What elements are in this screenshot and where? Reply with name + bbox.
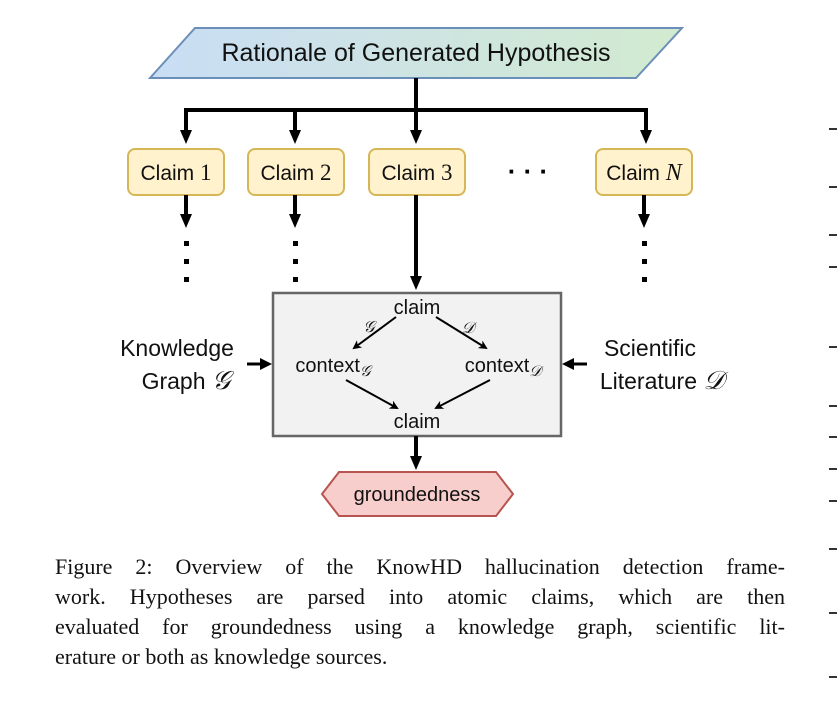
framework-diagram: Rationale of Generated Hypothesis Claim …	[120, 27, 728, 517]
edge-label-g: 𝒢	[363, 319, 377, 336]
svg-text:context𝒟: context𝒟	[465, 355, 544, 380]
cropped-margin-text	[828, 0, 839, 703]
evaluation-claim-bottom: claim	[394, 411, 441, 433]
svg-text:Claim 3: Claim 3	[381, 160, 452, 185]
svg-text:Claim N: Claim N	[606, 160, 684, 186]
claim-2-number: 2	[320, 160, 332, 185]
output-connector	[410, 436, 422, 470]
claim-box-1: Claim 1	[127, 148, 225, 196]
svg-text:Literature 𝒟: Literature 𝒟	[600, 366, 729, 395]
context-left-subscript: 𝒢	[360, 364, 373, 380]
svg-text:Claim 2: Claim 2	[260, 160, 331, 185]
groundedness-output: groundedness	[320, 471, 515, 517]
claim-n-number: N	[665, 160, 684, 186]
claim-box-n: Claim N	[595, 148, 693, 196]
context-left-label: context	[295, 355, 360, 377]
caption-line-2: work. Hypotheses are parsed into atomic …	[55, 584, 785, 609]
knowledge-graph-line1: Knowledge	[120, 335, 234, 361]
claim-3-number: 3	[441, 160, 453, 185]
svg-text:Claim 1: Claim 1	[140, 160, 211, 185]
knowledge-graph-symbol: 𝒢	[212, 366, 235, 395]
claim-1-number: 1	[200, 160, 212, 185]
figure-caption: Figure 2: Overview of the KnowHD halluci…	[55, 552, 785, 672]
vertical-ellipsis-dots	[184, 241, 647, 282]
claim-down-connectors	[184, 195, 646, 278]
caption-line-1: Figure 2: Overview of the KnowHD halluci…	[55, 554, 785, 579]
evaluation-box: claim context𝒢 context𝒟 claim 𝒢 𝒟	[271, 291, 563, 438]
claim-2-label: Claim	[260, 162, 320, 185]
rationale-header-label: Rationale of Generated Hypothesis	[221, 39, 610, 67]
svg-text:context𝒢: context𝒢	[295, 355, 372, 380]
knowledge-graph-line2: Graph	[142, 368, 212, 394]
edge-label-d: 𝒟	[462, 320, 478, 337]
claim-box-2: Claim 2	[247, 148, 345, 196]
evaluation-arrows	[345, 316, 491, 409]
distribution-connectors	[184, 78, 648, 130]
caption-line-4: erature or both as knowledge sources.	[55, 644, 388, 669]
claim-3-label: Claim	[381, 162, 441, 185]
evaluation-claim-top: claim	[394, 297, 441, 319]
rationale-header: Rationale of Generated Hypothesis	[147, 27, 685, 79]
claim-n-label: Claim	[606, 162, 666, 185]
context-right-subscript: 𝒟	[529, 364, 544, 380]
context-right-label: context	[465, 355, 530, 377]
groundedness-label: groundedness	[354, 484, 481, 506]
claim-box-3: Claim 3	[368, 148, 466, 196]
scientific-literature-line1: Scientific	[604, 335, 696, 361]
svg-text:Graph 𝒢: Graph 𝒢	[142, 366, 235, 395]
claim-1-label: Claim	[140, 162, 200, 185]
scientific-literature-line2: Literature	[600, 368, 704, 394]
claim-down-arrowheads	[180, 214, 650, 290]
claim-arrowheads	[180, 130, 652, 144]
scientific-literature-source: Scientific Literature 𝒟	[562, 335, 728, 395]
scientific-literature-symbol: 𝒟	[703, 366, 728, 395]
knowledge-graph-source: Knowledge Graph 𝒢	[120, 335, 272, 395]
caption-line-3: evaluated for groundedness using a knowl…	[55, 614, 785, 639]
claims-ellipsis: · · ·	[508, 156, 548, 186]
